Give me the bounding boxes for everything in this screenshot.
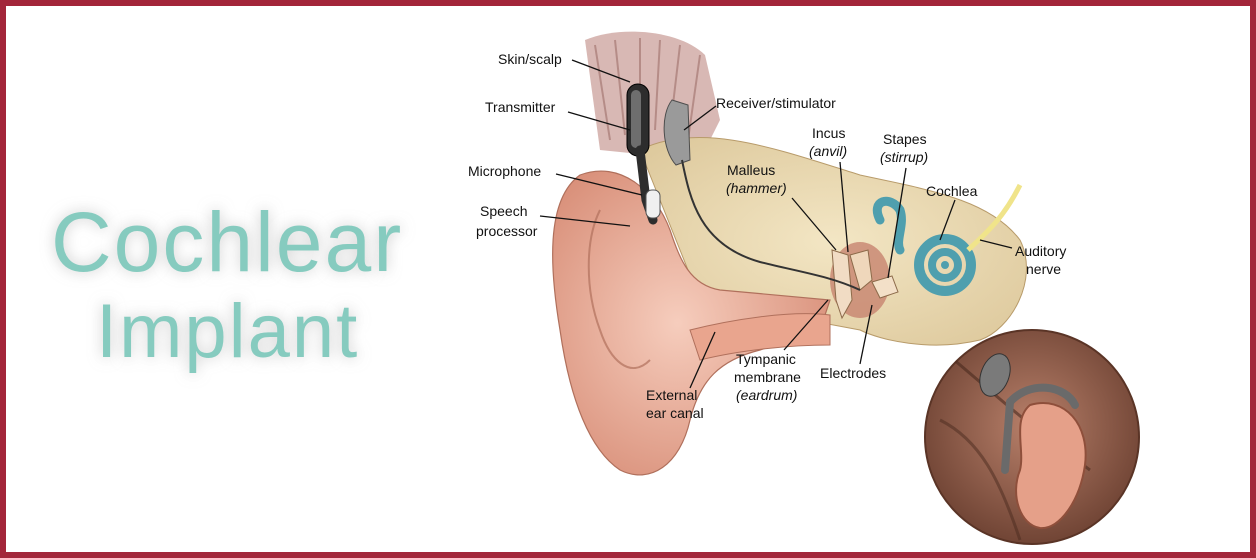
label-electrodes: Electrodes bbox=[820, 365, 886, 381]
inset-photo bbox=[925, 330, 1139, 544]
label-transmitter: Transmitter bbox=[485, 99, 556, 115]
label-external: External bbox=[646, 387, 697, 403]
label-ear-canal: ear canal bbox=[646, 405, 704, 421]
label-malleus-alt: (hammer) bbox=[726, 180, 787, 196]
label-stapes: Stapes bbox=[883, 131, 927, 147]
label-tympanic: Tympanic bbox=[736, 351, 796, 367]
label-membrane: membrane bbox=[734, 369, 801, 385]
label-incus: Incus bbox=[812, 125, 845, 141]
label-cochlea: Cochlea bbox=[926, 183, 978, 199]
label-speech: Speech bbox=[480, 203, 527, 219]
label-skin-scalp: Skin/scalp bbox=[498, 51, 562, 67]
label-incus-alt: (anvil) bbox=[809, 143, 847, 159]
label-auditory: Auditory bbox=[1015, 243, 1066, 259]
label-stapes-alt: (stirrup) bbox=[880, 149, 928, 165]
label-eardrum: (eardrum) bbox=[736, 387, 797, 403]
label-microphone: Microphone bbox=[468, 163, 541, 179]
label-processor: processor bbox=[476, 223, 538, 239]
label-nerve: nerve bbox=[1026, 261, 1061, 277]
label-receiver-stimulator: Receiver/stimulator bbox=[716, 95, 836, 111]
label-malleus: Malleus bbox=[727, 162, 775, 178]
